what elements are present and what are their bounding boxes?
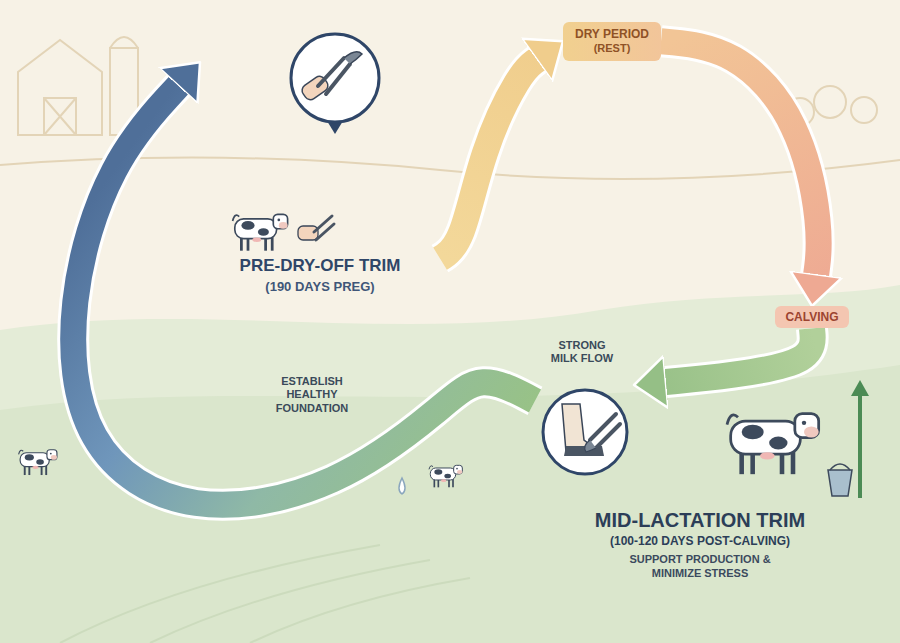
cycle-arrow xyxy=(440,60,537,259)
cow xyxy=(233,214,288,250)
nipper-jaw xyxy=(344,52,362,64)
stage-detail: SUPPORT PRODUCTION & MINIMIZE STRESS xyxy=(608,553,793,579)
cycle-arrow-group xyxy=(440,60,537,259)
milk-drop xyxy=(399,478,405,494)
field-furrows xyxy=(60,545,470,643)
nipper-handle xyxy=(318,58,344,86)
stage-detail: (REST) xyxy=(575,42,649,55)
icon-circle xyxy=(291,34,379,122)
stage-note: ESTABLISH HEALTHY FOUNDATION xyxy=(260,375,364,415)
cycle-arrow xyxy=(661,41,819,274)
stage-node: PRE-DRY-OFF TRIM (190 DAYS PREG) xyxy=(200,30,440,299)
furrow xyxy=(60,545,380,643)
tree xyxy=(851,97,877,123)
arrow-shaft xyxy=(858,392,862,498)
arrow-head xyxy=(851,380,869,396)
nipper-handle xyxy=(316,224,334,240)
stage-detail: (190 DAYS PREG) xyxy=(208,279,432,295)
nipper-handle xyxy=(590,414,616,440)
furrow xyxy=(150,560,430,643)
milk-bucket xyxy=(828,464,852,496)
tree xyxy=(814,86,846,118)
barn-door xyxy=(44,98,76,135)
cow xyxy=(19,450,57,475)
stage-title: MID-LACTATION TRIM xyxy=(543,508,857,532)
furrow xyxy=(250,578,470,643)
arrow-outline xyxy=(666,328,813,382)
trim-icon xyxy=(291,34,379,134)
stage-node: MID-LACTATION TRIM (100-120 DAYS POST-CAL… xyxy=(535,385,865,584)
hand-nippers xyxy=(298,216,334,240)
stage-title: DRY PERIOD xyxy=(575,27,649,41)
stage-detail: (100-120 DAYS POST-CALVING) xyxy=(543,534,857,548)
barn xyxy=(18,40,102,135)
arrow-outline xyxy=(440,60,537,259)
nipper-handle xyxy=(326,64,350,94)
cycle-arrow xyxy=(73,86,535,505)
arrow-outline xyxy=(661,41,819,274)
growth-arrow xyxy=(851,380,869,498)
cycle-arrow-group xyxy=(666,328,813,382)
nipper-handle xyxy=(596,424,620,448)
arrow-outline xyxy=(73,86,535,505)
calf xyxy=(429,465,462,487)
nipper-jaw xyxy=(585,440,596,452)
cycle-arrow-group xyxy=(73,86,535,505)
silo-dome xyxy=(110,37,138,48)
cycle-arrow-group xyxy=(661,41,819,274)
icon-circle xyxy=(543,390,627,474)
hoof-leg xyxy=(562,404,600,452)
cow xyxy=(727,414,819,475)
stage-title: PRE-DRY-OFF TRIM xyxy=(208,256,432,276)
stage-band-label: DRY PERIOD(REST) xyxy=(563,22,661,61)
trim-icon xyxy=(543,390,627,474)
bucket xyxy=(828,470,852,496)
stage-band-label: CALVING xyxy=(775,306,848,328)
barn-door-cross xyxy=(44,98,76,135)
stage-title: CALVING xyxy=(785,310,838,324)
cycle-arrow xyxy=(666,328,813,382)
stage-note: STRONG MILK FLOW xyxy=(545,339,619,365)
bucket-handle xyxy=(830,464,850,470)
